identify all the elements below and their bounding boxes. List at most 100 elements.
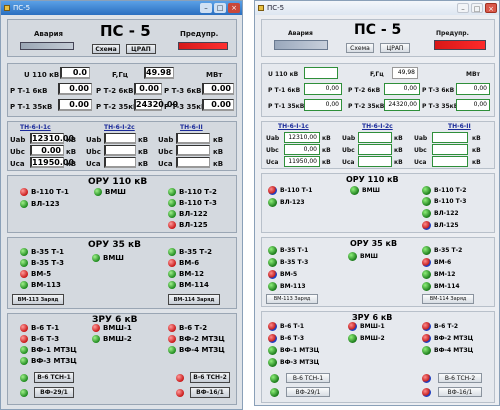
p-t3-35-field: 0,00: [456, 99, 490, 111]
breaker-item[interactable]: В-6 Т-1: [20, 324, 59, 332]
breaker-item[interactable]: ВФ-3 МТЗЦ: [20, 357, 77, 365]
breaker-item[interactable]: ВМШ: [350, 186, 380, 195]
breaker-item[interactable]: ВЛ-125: [422, 221, 459, 230]
maximize-button[interactable]: □: [471, 3, 483, 13]
breaker-item[interactable]: ВФ-4 МТЗЦ: [168, 346, 225, 354]
scheme-button[interactable]: Схема: [346, 43, 374, 53]
tsn-item[interactable]: [422, 374, 431, 383]
breaker-on-icon: [422, 197, 431, 206]
vm114-charge-button[interactable]: ВМ-114 Заряд: [422, 294, 474, 304]
tsn1-button[interactable]: В-6 ТСН-1: [34, 372, 74, 383]
breaker-item[interactable]: ВМ-113: [268, 282, 306, 291]
breaker-item[interactable]: В-110 Т-2: [168, 188, 217, 196]
breaker-off-icon: [422, 334, 431, 343]
breaker-item[interactable]: В-35 Т-1: [20, 248, 64, 256]
breaker-item[interactable]: ВМШ-2: [92, 335, 132, 343]
breaker-item[interactable]: ВЛ-122: [168, 210, 208, 218]
breaker-item[interactable]: ВМ-113: [20, 281, 61, 289]
breaker-item[interactable]: В-110 Т-1: [268, 186, 312, 195]
breaker-item[interactable]: В-6 Т-3: [20, 335, 59, 343]
breaker-item[interactable]: ВМШ-1: [348, 322, 385, 331]
close-button[interactable]: ×: [228, 3, 240, 13]
minimize-button[interactable]: –: [200, 3, 212, 13]
breaker-item[interactable]: В-35 Т-3: [20, 259, 64, 267]
tsn-item[interactable]: [270, 388, 279, 397]
breaker-item[interactable]: ВМ-5: [268, 270, 297, 279]
minimize-button[interactable]: –: [457, 3, 469, 13]
breaker-on-icon: [268, 346, 277, 355]
vm114-charge-button[interactable]: ВМ-114 Заряд: [168, 294, 220, 305]
vf16-button[interactable]: ВФ-16/1: [438, 387, 482, 397]
vm113-charge-button[interactable]: ВМ-113 Заряд: [266, 294, 318, 304]
tn-head-2[interactable]: ТН-6-I-2с: [362, 123, 393, 130]
vf29-button[interactable]: ВФ-29/1: [34, 387, 74, 398]
breaker-item[interactable]: В-110 Т-3: [168, 199, 217, 207]
breaker-item[interactable]: В-6 Т-2: [422, 322, 458, 331]
breaker-item[interactable]: ВМ-114: [168, 281, 209, 289]
breaker-item[interactable]: ВФ-1 МТЗЦ: [268, 346, 319, 355]
breaker-item[interactable]: В-6 Т-1: [268, 322, 304, 331]
breaker-item[interactable]: ВМ-12: [422, 270, 455, 279]
maximize-button[interactable]: □: [214, 3, 226, 13]
scheme-button[interactable]: Схема: [92, 44, 120, 54]
tsn-item[interactable]: [20, 374, 28, 382]
breaker-label: ВМ-6: [179, 259, 200, 267]
breaker-item[interactable]: ВМ-12: [168, 270, 204, 278]
tsrap-button[interactable]: ЦРАП: [380, 43, 410, 53]
breaker-item[interactable]: В-35 Т-2: [422, 246, 462, 255]
p-t3-6-field: 0,00: [456, 83, 490, 95]
breaker-on-icon: [422, 346, 431, 355]
breaker-item[interactable]: В-35 Т-1: [268, 246, 308, 255]
breaker-item[interactable]: В-35 Т-3: [268, 258, 308, 267]
vf29-button[interactable]: ВФ-29/1: [286, 387, 330, 397]
breaker-item[interactable]: ВМ-114: [422, 282, 460, 291]
breaker-on-icon: [20, 200, 28, 208]
tn-head-1[interactable]: ТН-6-I-1с: [278, 123, 309, 130]
breaker-item[interactable]: ВЛ-125: [168, 221, 208, 229]
breaker-item[interactable]: ВМШ: [94, 188, 126, 196]
close-button[interactable]: ×: [485, 3, 497, 13]
breaker-item[interactable]: ВФ-3 МТЗЦ: [268, 358, 319, 367]
breaker-item[interactable]: ВМ-6: [168, 259, 199, 267]
breaker-item[interactable]: ВЛ-122: [422, 209, 459, 218]
tn-head-3[interactable]: ТН-6-II: [180, 124, 203, 131]
breaker-label: В-35 Т-3: [31, 259, 64, 267]
breaker-item[interactable]: ВМШ-2: [348, 334, 385, 343]
breaker-item[interactable]: ВФ-2 МТЗЦ: [168, 335, 225, 343]
breaker-item[interactable]: В-110 Т-2: [422, 186, 466, 195]
tsn-item[interactable]: [176, 389, 184, 397]
breaker-item[interactable]: ВЛ-123: [20, 200, 60, 208]
breaker-item[interactable]: ВМ-5: [20, 270, 51, 278]
breaker-item[interactable]: В-6 Т-2: [168, 324, 207, 332]
tsn2-button[interactable]: В-6 ТСН-2: [438, 373, 482, 383]
app-icon: [4, 5, 10, 11]
vf16-button[interactable]: ВФ-16/1: [190, 387, 230, 398]
tn-head-1[interactable]: ТН-6-I-1с: [20, 124, 51, 131]
tsn-item[interactable]: [20, 389, 28, 397]
tn-head-2[interactable]: ТН-6-I-2с: [104, 124, 135, 131]
tsn-item[interactable]: [422, 388, 431, 397]
tsn-item[interactable]: [176, 374, 184, 382]
breaker-item[interactable]: ВФ-1 МТЗЦ: [20, 346, 77, 354]
tsn1-button[interactable]: В-6 ТСН-1: [286, 373, 330, 383]
tsrap-button[interactable]: ЦРАП: [126, 44, 156, 54]
breaker-item[interactable]: ВМ-6: [422, 258, 451, 267]
breaker-on-icon: [20, 346, 28, 354]
breaker-item[interactable]: ВФ-4 МТЗЦ: [422, 346, 473, 355]
breaker-item[interactable]: ВМШ: [348, 252, 378, 261]
breaker-item[interactable]: В-6 Т-3: [268, 334, 304, 343]
breaker-item[interactable]: ВМШ-1: [92, 324, 132, 332]
breaker-on-icon: [20, 389, 28, 397]
vm113-charge-button[interactable]: ВМ-113 Заряд: [12, 294, 64, 305]
breaker-item[interactable]: В-110 Т-3: [422, 197, 466, 206]
tn-head-3[interactable]: ТН-6-II: [448, 123, 471, 130]
breaker-label: В-6 Т-3: [280, 335, 305, 342]
tsn2-button[interactable]: В-6 ТСН-2: [190, 372, 230, 383]
breaker-item[interactable]: В-110 Т-1: [20, 188, 69, 196]
breaker-item[interactable]: ВЛ-123: [268, 198, 305, 207]
tsn-item[interactable]: [270, 374, 279, 383]
breaker-item[interactable]: ВМШ: [92, 254, 124, 262]
breaker-label: В-6 Т-3: [31, 335, 60, 343]
breaker-item[interactable]: В-35 Т-2: [168, 248, 212, 256]
breaker-item[interactable]: ВФ-2 МТЗЦ: [422, 334, 473, 343]
